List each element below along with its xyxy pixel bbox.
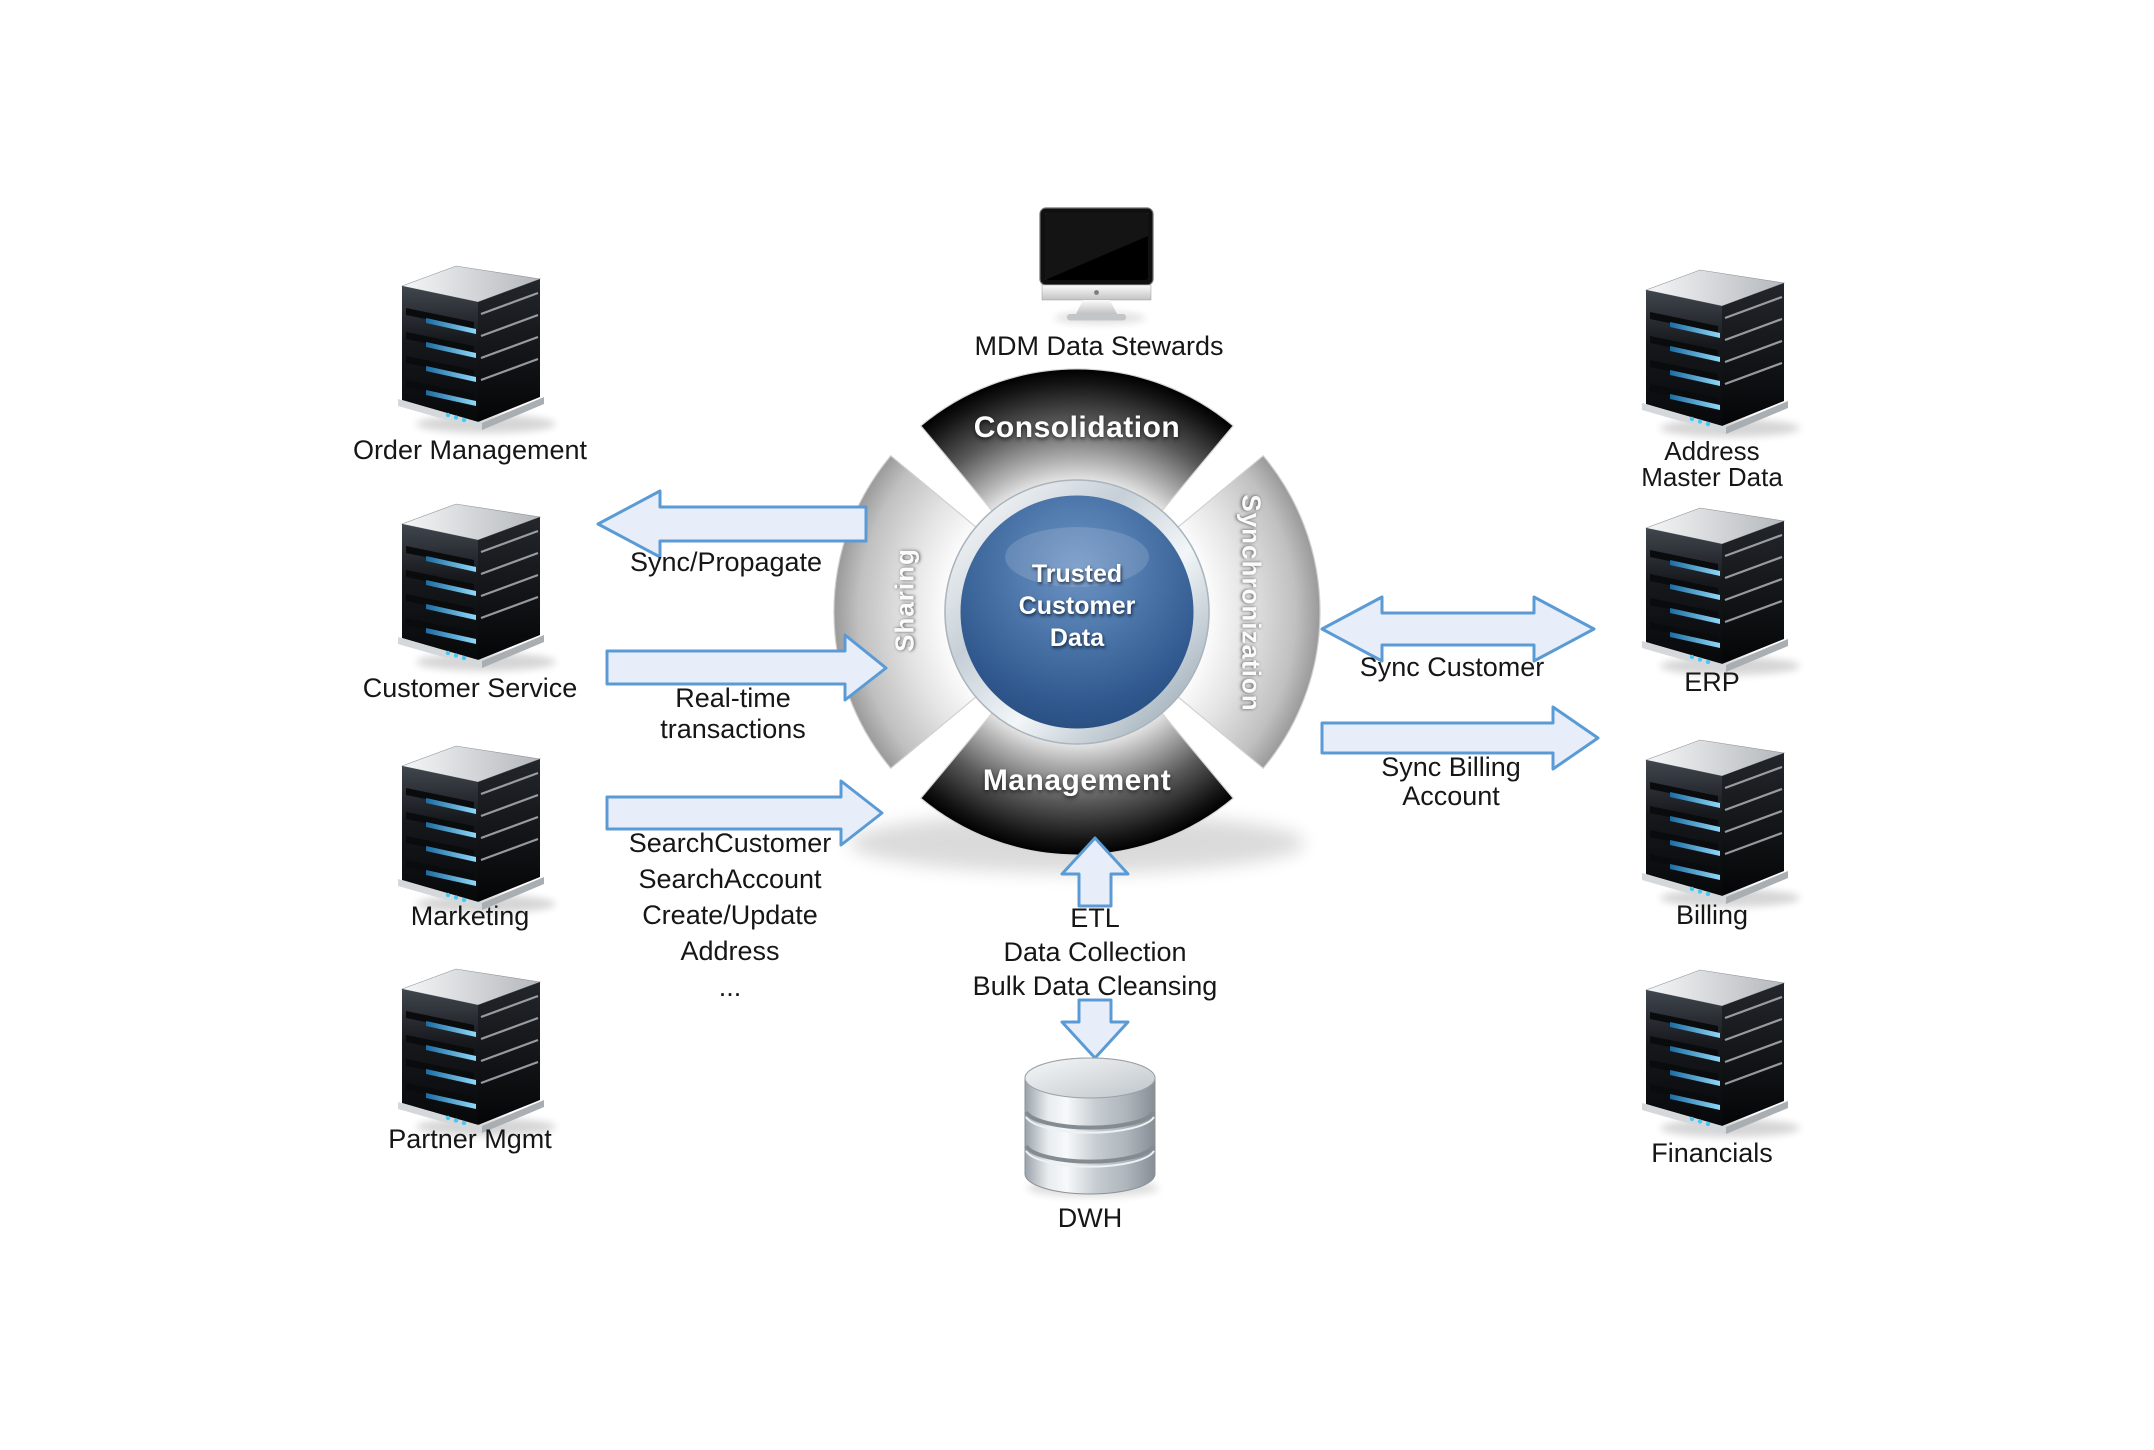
label-mdm-data-stewards: MDM Data Stewards [974, 331, 1224, 361]
label-realtime-transactions: Real-time transactions [660, 683, 806, 745]
label-line: ... [718, 972, 742, 1002]
label-line: Master Data [1641, 462, 1783, 492]
label-billing: Billing [1675, 900, 1749, 930]
label-etl: ETL Data Collection Bulk Data Cleansing [973, 901, 1218, 1003]
sync-customer-arrow-icon [1320, 595, 1596, 663]
etl-down-arrow-icon [1060, 998, 1130, 1060]
hub-center-line: Trusted [1031, 560, 1123, 588]
label-order-management: Order Management [352, 435, 588, 465]
hub-label-sharing: Sharing [889, 548, 920, 652]
hub-ring-rim [944, 479, 1210, 745]
etl-up-arrow-icon [1060, 836, 1130, 908]
label-address-master-data: Address Master Data [1641, 438, 1783, 490]
label-search-operations: SearchCustomer SearchAccount Create/Upda… [629, 825, 832, 1005]
server-icon [398, 266, 556, 433]
label-line: Sync Billing [1381, 752, 1521, 782]
label-line: Bulk Data Cleansing [972, 971, 1218, 1001]
monitor-icon [1039, 207, 1154, 324]
label-line: SearchAccount [638, 864, 822, 894]
hub-center-label: Trusted Customer Data [1019, 558, 1136, 654]
server-icon [398, 969, 556, 1136]
label-line: Create/Update [642, 900, 818, 930]
sync-propagate-arrow-icon [596, 489, 868, 559]
label-financials: Financials [1651, 1138, 1773, 1168]
label-marketing: Marketing [410, 901, 530, 931]
hub-center-line: Data [1049, 624, 1105, 652]
label-customer-service: Customer Service [362, 673, 578, 703]
server-icon [1642, 970, 1800, 1137]
label-partner-mgmt: Partner Mgmt [388, 1124, 552, 1154]
label-line: SearchCustomer [628, 828, 832, 858]
server-icon [398, 504, 556, 671]
hub-label-management: Management [982, 764, 1172, 797]
label-sync-billing-account: Sync Billing Account [1381, 753, 1521, 811]
label-line: Data Collection [1003, 937, 1187, 967]
hub-center-line: Customer [1018, 592, 1136, 620]
database-cylinder-icon [1024, 1057, 1159, 1197]
label-line: transactions [660, 714, 806, 744]
hub-core-gloss [1005, 527, 1149, 587]
realtime-transactions-arrow-icon [605, 633, 888, 702]
label-line: Address [1664, 436, 1760, 466]
server-icon [398, 746, 556, 913]
server-icon [1642, 508, 1800, 675]
label-line: Account [1402, 781, 1500, 811]
server-icon [1642, 740, 1800, 907]
label-sync-propagate: Sync/Propagate [629, 547, 823, 577]
label-line: ETL [1070, 903, 1120, 933]
mdm-hub [833, 368, 1321, 856]
hub-label-synchronization: Synchronization [1236, 494, 1267, 712]
search-operations-arrow-icon [605, 779, 884, 847]
label-erp: ERP [1684, 667, 1740, 697]
flow-arrows [596, 489, 1600, 1060]
label-line: Real-time [675, 683, 791, 713]
hub-core-circle [960, 495, 1194, 729]
hub-label-consolidation: Consolidation [973, 411, 1181, 444]
hub-metallic-ring [945, 480, 1209, 744]
server-icon [1642, 270, 1800, 437]
sync-billing-arrow-icon [1320, 705, 1600, 771]
label-sync-customer: Sync Customer [1359, 652, 1545, 682]
label-line: Address [680, 936, 780, 966]
label-dwh: DWH [1057, 1203, 1123, 1233]
